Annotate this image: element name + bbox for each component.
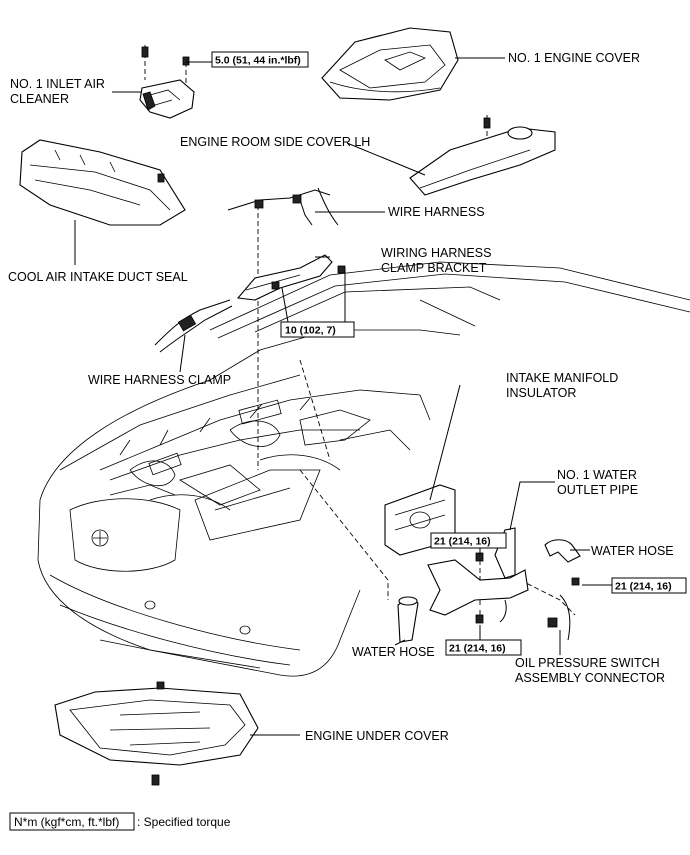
leader-lines xyxy=(74,57,612,736)
wire-harness-clamp-part xyxy=(154,299,233,353)
torque-pipe-bottom-text: 21 (214, 16) xyxy=(449,643,506,655)
label-engine-under-cover: ENGINE UNDER COVER xyxy=(305,729,449,743)
label-inlet-air-cleaner-line1: NO. 1 INLET AIR xyxy=(10,77,105,91)
inlet-air-cleaner-part xyxy=(139,46,195,119)
legend-unit: N*m (kgf*cm, ft.*lbf) xyxy=(14,815,119,829)
label-manifold-insulator-line2: INSULATOR xyxy=(506,386,576,400)
torque-specs: 5.0 (51, 44 in.*lbf) 10 (102, 7) 21 (214… xyxy=(211,51,687,656)
label-clamp-bracket-line2: CLAMP BRACKET xyxy=(381,261,487,275)
label-water-outlet-pipe-line2: OUTLET PIPE xyxy=(557,483,638,497)
engine-cover-part xyxy=(321,27,459,101)
water-hose-right-part xyxy=(544,539,581,563)
torque-box-pipe-left: 21 (214, 16) xyxy=(430,532,507,549)
label-manifold-insulator-line1: INTAKE MANIFOLD xyxy=(506,371,618,385)
vehicle-front-illustration xyxy=(37,261,690,677)
engine-under-cover-part xyxy=(54,681,259,786)
label-oil-pressure-line2: ASSEMBLY CONNECTOR xyxy=(515,671,665,685)
label-side-cover: ENGINE ROOM SIDE COVER LH xyxy=(180,135,370,149)
torque-box-inlet: 5.0 (51, 44 in.*lbf) xyxy=(211,51,309,68)
wire-harness-part xyxy=(227,187,339,226)
torque-legend: N*m (kgf*cm, ft.*lbf) : Specified torque xyxy=(9,812,231,831)
label-water-hose-right: WATER HOSE xyxy=(591,544,674,558)
wiring-harness-clamp-bracket-part xyxy=(236,254,346,301)
label-harness-clamp: WIRE HARNESS CLAMP xyxy=(88,373,231,387)
water-outlet-pipe-part xyxy=(427,527,580,624)
label-water-hose-left: WATER HOSE xyxy=(352,645,435,659)
water-hose-left-part xyxy=(397,596,419,643)
torque-box-pipe-bottom: 21 (214, 16) xyxy=(445,639,522,656)
label-water-outlet-pipe-line1: NO. 1 WATER xyxy=(557,468,637,482)
label-engine-cover: NO. 1 ENGINE COVER xyxy=(508,51,640,65)
part-labels: NO. 1 INLET AIR CLEANER NO. 1 ENGINE COV… xyxy=(8,51,674,743)
torque-inlet-text: 5.0 (51, 44 in.*lbf) xyxy=(215,55,301,67)
torque-pipe-left-text: 21 (214, 16) xyxy=(434,536,491,548)
label-inlet-air-cleaner-line2: CLEANER xyxy=(10,92,69,106)
torque-bracket-text: 10 (102, 7) xyxy=(285,325,336,337)
cool-air-intake-duct-seal-part xyxy=(19,139,186,226)
torque-box-pipe-right: 21 (214, 16) xyxy=(611,577,687,594)
label-oil-pressure-line1: OIL PRESSURE SWITCH xyxy=(515,656,660,670)
label-duct-seal: COOL AIR INTAKE DUCT SEAL xyxy=(8,270,188,284)
oil-pressure-switch-connector-part xyxy=(547,594,571,641)
torque-box-bracket: 10 (102, 7) xyxy=(280,321,355,338)
label-clamp-bracket-line1: WIRING HARNESS xyxy=(381,246,491,260)
legend-text: : Specified torque xyxy=(137,815,231,829)
torque-pipe-right-text: 21 (214, 16) xyxy=(615,581,672,593)
engine-room-side-cover-part xyxy=(409,117,556,196)
label-wire-harness: WIRE HARNESS xyxy=(388,205,485,219)
